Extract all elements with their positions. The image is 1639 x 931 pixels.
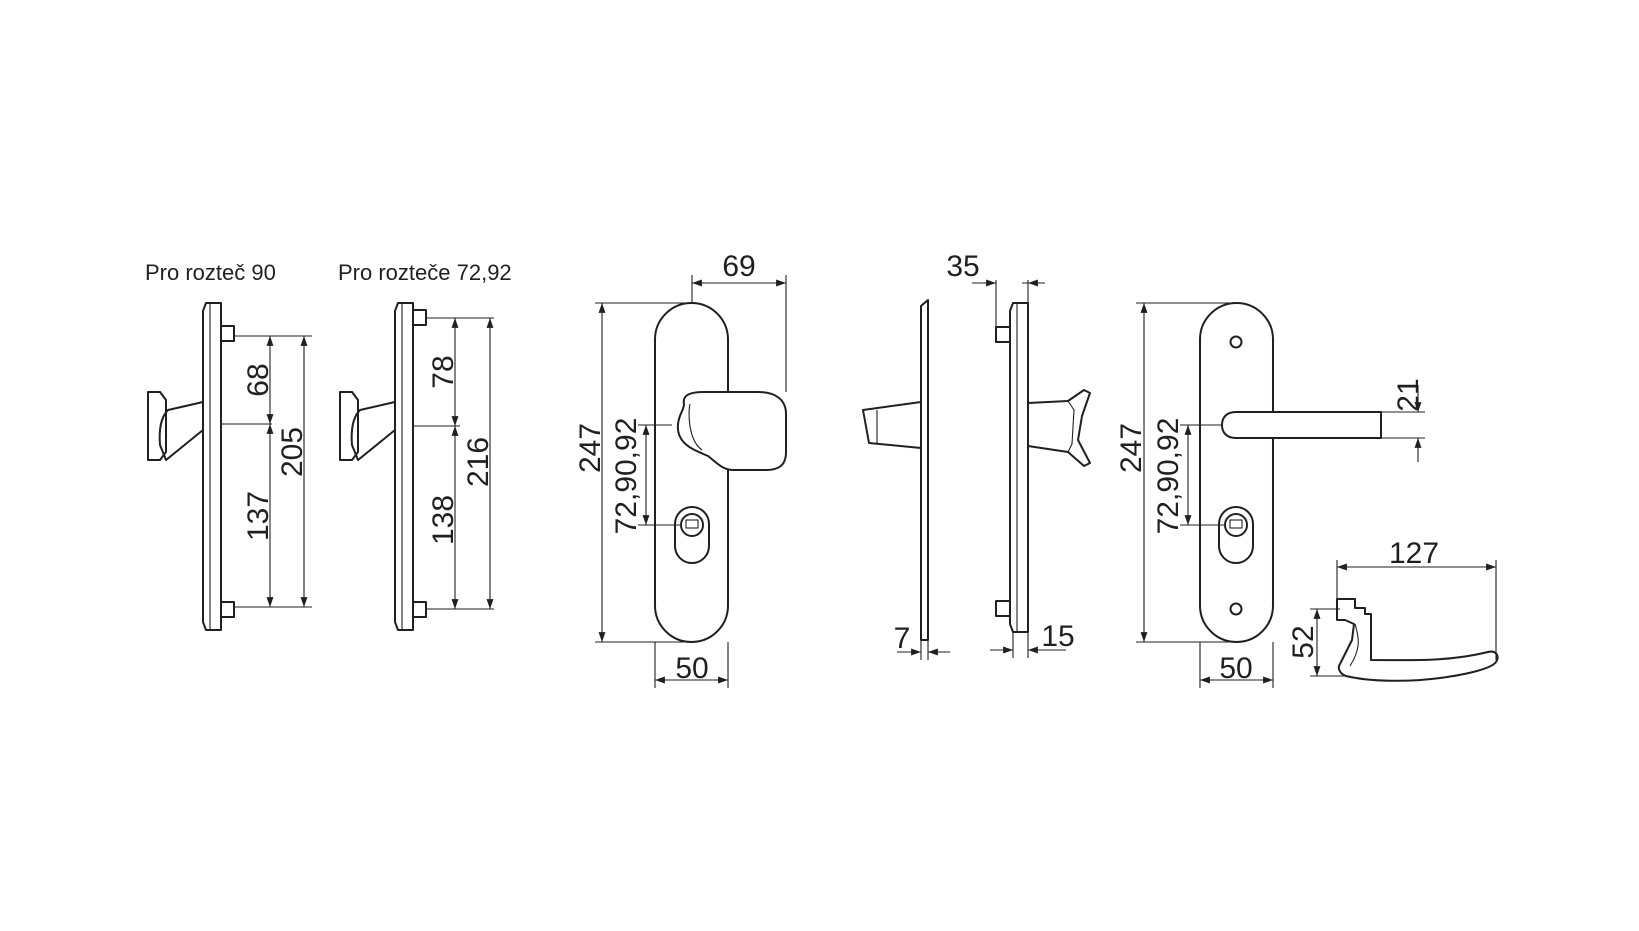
caption-spacing-72-92: Pro rozteče 72,92	[338, 260, 512, 285]
front-view-lever-plate: 247 72,90,92 50 21	[1115, 302, 1425, 688]
dim-35: 35	[946, 250, 979, 283]
dim-15: 15	[1041, 620, 1074, 653]
dim-21: 21	[1392, 378, 1425, 411]
side-view-spacing-90: 68 137 205	[147, 302, 312, 631]
dim-127: 127	[1389, 537, 1439, 570]
dim-205: 205	[276, 427, 309, 477]
dim-50-lever: 50	[1219, 652, 1252, 685]
dim-78: 78	[427, 355, 460, 388]
dim-7: 7	[894, 622, 911, 655]
dim-50-knob: 50	[675, 652, 708, 685]
side-view-thin-plate: 7	[862, 299, 950, 660]
dim-52: 52	[1287, 625, 1320, 658]
front-view-knob-plate: 69 247 72,90,92 50	[574, 250, 787, 688]
caption-spacing-90: Pro rozteč 90	[145, 260, 276, 285]
lever-profile-view: 127 52	[1287, 537, 1499, 682]
dim-68: 68	[242, 363, 275, 396]
dim-72-90-92-lever: 72,90,92	[1152, 418, 1185, 535]
side-view-lever-plate: 35 15	[946, 250, 1091, 658]
dim-69: 69	[722, 250, 755, 283]
side-view-spacing-72-92: 78 138 216	[339, 302, 495, 631]
dim-247: 247	[574, 423, 607, 473]
dim-137: 137	[242, 491, 275, 541]
dim-247-lever: 247	[1115, 423, 1148, 473]
dim-216: 216	[462, 437, 495, 487]
dim-72-90-92: 72,90,92	[610, 418, 643, 535]
dim-138: 138	[427, 495, 460, 545]
